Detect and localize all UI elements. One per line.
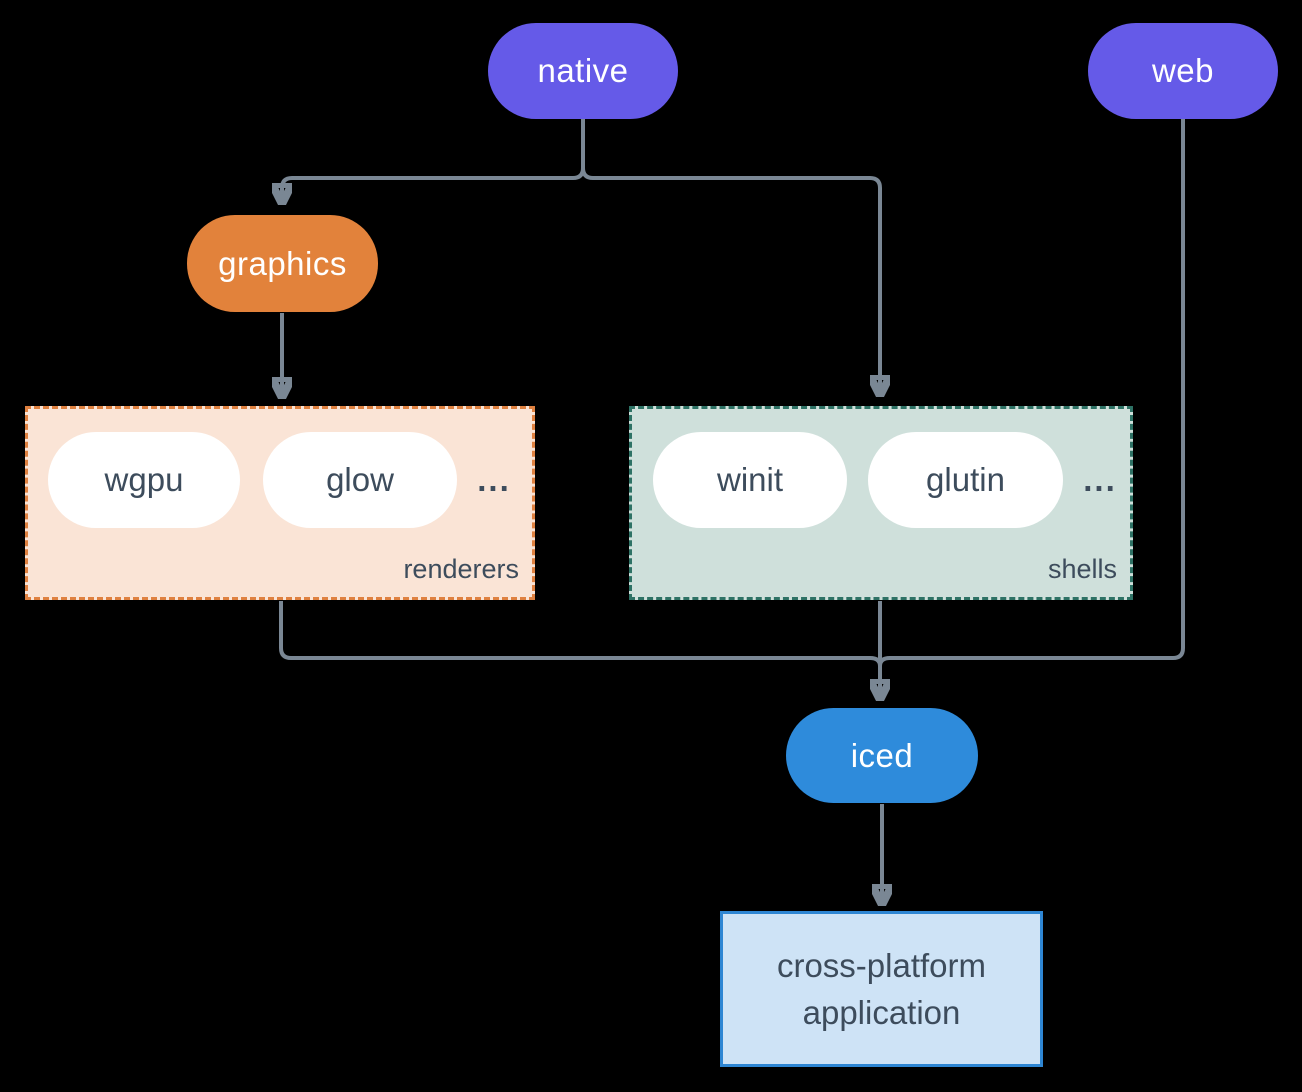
edge-native-shells bbox=[581, 167, 880, 390]
node-native-label: native bbox=[537, 52, 629, 89]
shells-ellipsis: ... bbox=[1083, 461, 1117, 498]
pill-glutin: glutin bbox=[868, 432, 1063, 528]
pill-winit: winit bbox=[653, 432, 847, 528]
group-shells-label: shells bbox=[1047, 554, 1117, 584]
node-iced: iced bbox=[786, 708, 978, 803]
renderers-ellipsis: ... bbox=[477, 461, 511, 498]
pill-glow-label: glow bbox=[326, 461, 394, 498]
app-label-line2: application bbox=[802, 994, 961, 1031]
node-iced-label: iced bbox=[850, 736, 914, 774]
edge-renderers-merge bbox=[279, 601, 882, 667]
pill-glutin-label: glutin bbox=[926, 461, 1005, 498]
node-graphics: graphics bbox=[187, 215, 378, 312]
pill-glow: glow bbox=[263, 432, 457, 528]
node-native: native bbox=[488, 23, 678, 119]
node-web-label: web bbox=[1151, 52, 1215, 89]
pill-wgpu-label: wgpu bbox=[104, 461, 184, 498]
group-renderers-label: renderers bbox=[403, 554, 519, 584]
node-graphics-label: graphics bbox=[218, 244, 347, 282]
pill-winit-label: winit bbox=[716, 461, 784, 498]
app-label-line1: cross-platform bbox=[776, 947, 987, 984]
node-cross-platform-application: cross-platform application bbox=[720, 911, 1043, 1067]
edge-native-graphics bbox=[282, 119, 585, 198]
node-web: web bbox=[1088, 23, 1278, 119]
pill-wgpu: wgpu bbox=[48, 432, 240, 528]
